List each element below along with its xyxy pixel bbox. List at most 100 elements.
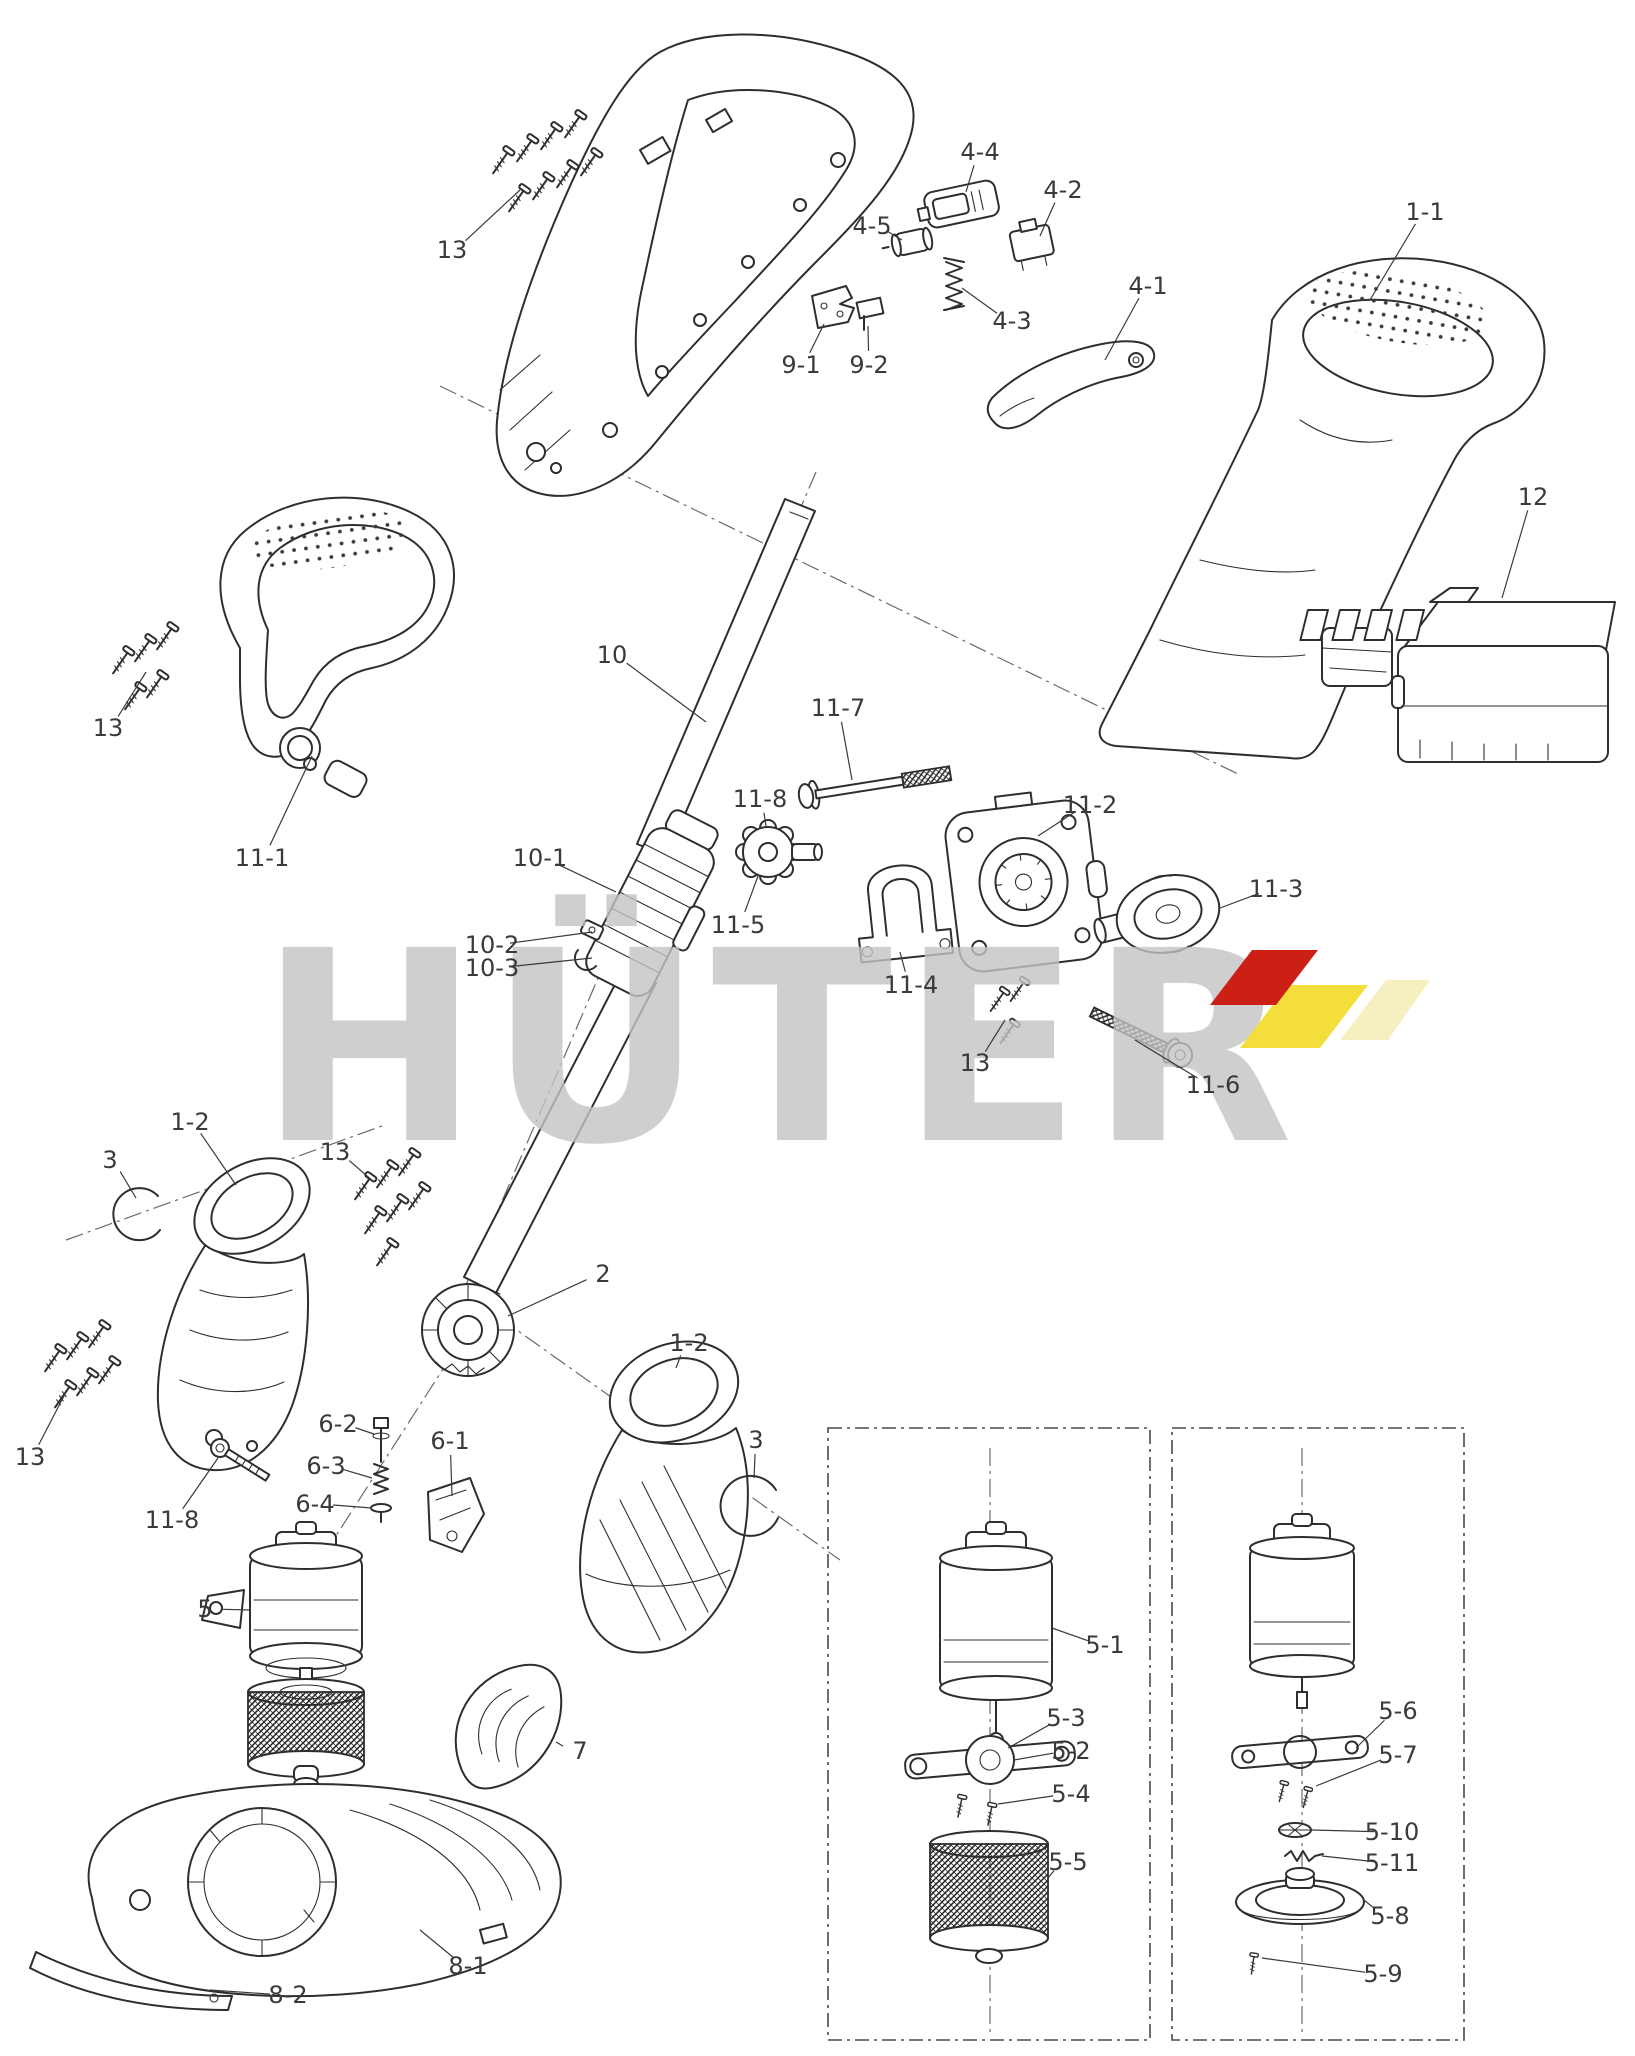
part-label: 4-5 [852, 212, 891, 240]
leader-line [626, 662, 707, 723]
leader-line [1037, 811, 1075, 837]
leader-line [1134, 1039, 1198, 1079]
part-hub-2 [421, 1283, 515, 1377]
part-label: 9-1 [781, 351, 820, 379]
part-holder-6-1 [427, 1477, 485, 1553]
screws-13-bottom-left [39, 1318, 123, 1412]
screws-13-left [107, 620, 181, 714]
part-label: 3 [748, 1426, 763, 1454]
leader-line [1039, 202, 1056, 237]
part-knob-11-3 [1093, 874, 1221, 954]
watermark-group: HÜTER [259, 892, 1430, 1203]
part-label: 11-6 [1186, 1071, 1240, 1099]
leader-line [509, 931, 593, 944]
part-label: 5-11 [1365, 1849, 1419, 1877]
part-bolt-11-8-lower [210, 1438, 271, 1482]
leader-line [1501, 510, 1529, 599]
part-head-shell-center-1-2 [579, 1340, 749, 1654]
part-label: 4-2 [1043, 176, 1082, 204]
leader-line [38, 1391, 67, 1446]
part-motor-5 [201, 1521, 365, 1791]
part-clip-10-3 [573, 949, 597, 972]
part-label: 5-8 [1370, 1902, 1409, 1930]
part-pin-6-2 [372, 1417, 390, 1463]
part-bracket-9-1 [811, 285, 855, 329]
leader-line [1104, 297, 1140, 361]
part-spring-5-11 [1284, 1850, 1324, 1862]
leader-line [997, 1795, 1054, 1805]
parts-layer [29, 33, 1616, 2041]
part-label: 5-1 [1085, 1631, 1124, 1659]
part-trigger-4-1 [986, 340, 1156, 430]
leader-line [961, 287, 998, 314]
part-label: 6-2 [318, 1410, 357, 1438]
leader-line [809, 323, 825, 354]
leader-line [507, 1279, 587, 1317]
part-aux-handle-11-1 [219, 496, 455, 798]
watermark-text: HÜTER [259, 892, 1302, 1203]
part-gearbox-11-2 [944, 791, 1108, 973]
part-label: 2 [595, 1260, 610, 1288]
leader-line [763, 812, 767, 827]
part-label: 5-4 [1051, 1780, 1090, 1808]
part-head-shell-left-1-2 [156, 1157, 311, 1472]
part-label: 13 [93, 714, 124, 742]
part-label: 11-5 [711, 911, 765, 939]
part-label: 13 [960, 1049, 991, 1077]
part-handle-housing-1-1 [1098, 257, 1546, 760]
part-pin-4-5 [881, 226, 934, 258]
leader-line [555, 1741, 564, 1747]
part-label: 11-7 [811, 694, 865, 722]
part-label: 7 [572, 1737, 587, 1765]
part-label: 4-3 [992, 307, 1031, 335]
detail-box-a [827, 1427, 1151, 2041]
leader-line [209, 1989, 271, 1995]
part-battery-12 [1299, 587, 1616, 763]
leader-line [1369, 223, 1416, 301]
leader-line [1311, 1829, 1375, 1833]
part-label: 1-1 [1405, 198, 1444, 226]
part-label: 11-1 [235, 844, 289, 872]
part-label: 8-2 [268, 1981, 307, 2009]
part-screw-5-7 [1274, 1779, 1290, 1804]
leader-line [888, 231, 903, 241]
leader-line [1051, 1627, 1089, 1642]
part-label: 8-1 [448, 1952, 487, 1980]
leader-line [509, 957, 593, 968]
brand-flag-red [1210, 950, 1318, 1005]
part-label: 13 [15, 1443, 46, 1471]
leader-line [222, 1608, 251, 1611]
leader-line [269, 755, 313, 846]
part-label: 5-5 [1048, 1848, 1087, 1876]
part-label: 9-2 [849, 351, 888, 379]
leader-line [119, 1171, 137, 1199]
part-screw-5-4 [952, 1793, 968, 1819]
leader-line [348, 1160, 375, 1183]
leader-line [965, 165, 975, 193]
part-label: 11-3 [1249, 875, 1303, 903]
leader-line [1363, 1899, 1376, 1910]
part-label: 3 [102, 1146, 117, 1174]
part-blade-8-2 [29, 1951, 233, 2011]
leader-line [840, 721, 853, 781]
leader-line [182, 1457, 219, 1510]
part-motor-5-1 [939, 1521, 1053, 1748]
part-label: 5-10 [1365, 1818, 1419, 1846]
leader-line [343, 1468, 373, 1479]
leader-line [355, 1427, 375, 1435]
part-label: 4-1 [1128, 272, 1167, 300]
brand-flag-pale [1340, 980, 1430, 1040]
part-label: 5 [197, 1595, 212, 1623]
part-plate-5-6 [1231, 1734, 1369, 1770]
part-label: 13 [437, 236, 468, 264]
leader-line [465, 189, 521, 242]
part-plate-5-3 [904, 1735, 1076, 1785]
leader-line [1315, 1759, 1382, 1787]
part-label: 13 [320, 1138, 351, 1166]
part-label: 11-8 [145, 1506, 199, 1534]
part-spool-cover-5-8 [1235, 1867, 1365, 1925]
part-label: 6-4 [295, 1490, 334, 1518]
